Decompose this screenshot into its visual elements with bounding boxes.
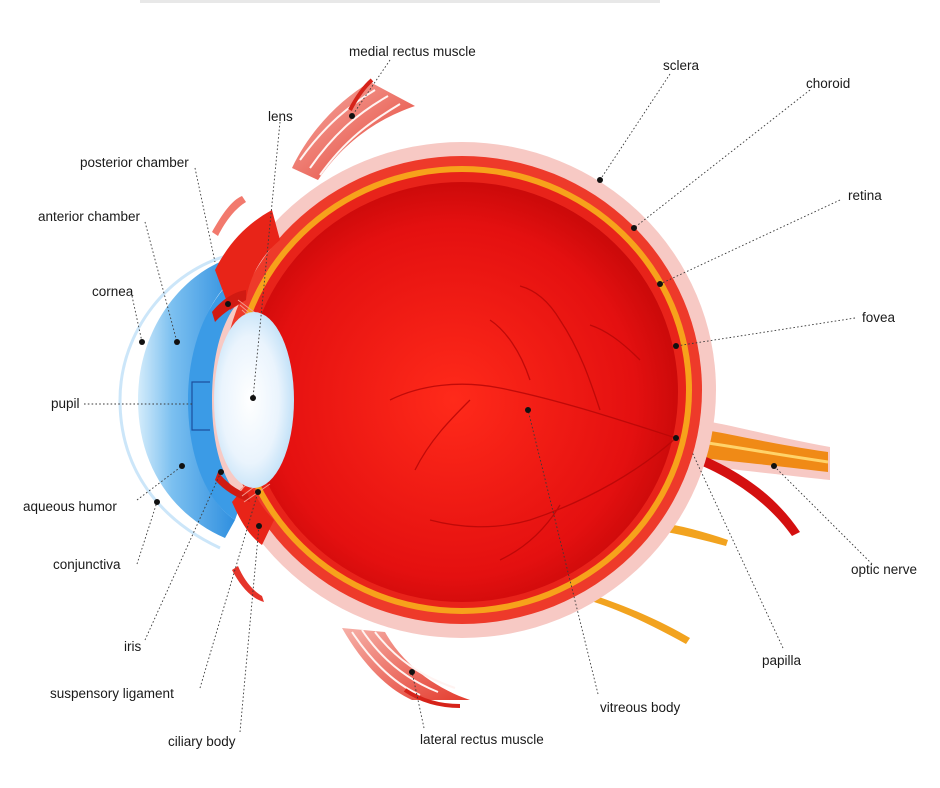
label-retina: retina xyxy=(848,188,882,203)
cornea-shape xyxy=(138,262,235,538)
label-ciliary-body: ciliary body xyxy=(168,734,236,749)
label-lens: lens xyxy=(268,109,293,124)
anterior-segment xyxy=(118,253,242,550)
ciliary-artery-2 xyxy=(588,594,690,644)
leader-lines xyxy=(84,59,873,733)
upper-conjunctiva-fold xyxy=(212,196,246,236)
label-dots xyxy=(139,113,777,675)
vitreous-body-shape xyxy=(246,182,678,602)
label-iris: iris xyxy=(124,639,141,654)
label-cornea: cornea xyxy=(92,284,134,299)
pupil-bracket xyxy=(191,381,210,431)
lower-conjunctiva-fold xyxy=(232,566,264,602)
top-shadow xyxy=(140,0,660,3)
label-posterior-chamber: posterior chamber xyxy=(80,155,189,170)
label-pupil: pupil xyxy=(51,396,80,411)
label-suspensory-ligament: suspensory ligament xyxy=(50,686,174,701)
label-aqueous-humor: aqueous humor xyxy=(23,499,117,514)
label-anterior-chamber: anterior chamber xyxy=(38,209,141,224)
label-fovea: fovea xyxy=(862,310,896,325)
conjunctiva-shape xyxy=(118,253,231,550)
eyeball xyxy=(208,142,716,638)
optic-nerve xyxy=(680,419,830,536)
lateral-rectus-muscle xyxy=(342,628,470,708)
label-sclera: sclera xyxy=(663,58,700,73)
iris-ciliary xyxy=(212,210,280,545)
label-optic-nerve: optic nerve xyxy=(851,562,917,577)
label-conjunctiva: conjunctiva xyxy=(53,557,121,572)
medial-rectus-muscle xyxy=(292,78,415,180)
ciliary-artery-1 xyxy=(655,522,728,546)
label-lateral-rectus-muscle: lateral rectus muscle xyxy=(420,732,544,747)
label-medial-rectus-muscle: medial rectus muscle xyxy=(349,44,476,59)
label-papilla: papilla xyxy=(762,653,802,668)
labels: medial rectus muscle sclera choroid lens… xyxy=(23,44,917,749)
aqueous-humor-shape xyxy=(188,280,242,520)
label-choroid: choroid xyxy=(806,76,850,91)
retinal-vessels xyxy=(389,285,677,561)
label-vitreous-body: vitreous body xyxy=(600,700,681,715)
